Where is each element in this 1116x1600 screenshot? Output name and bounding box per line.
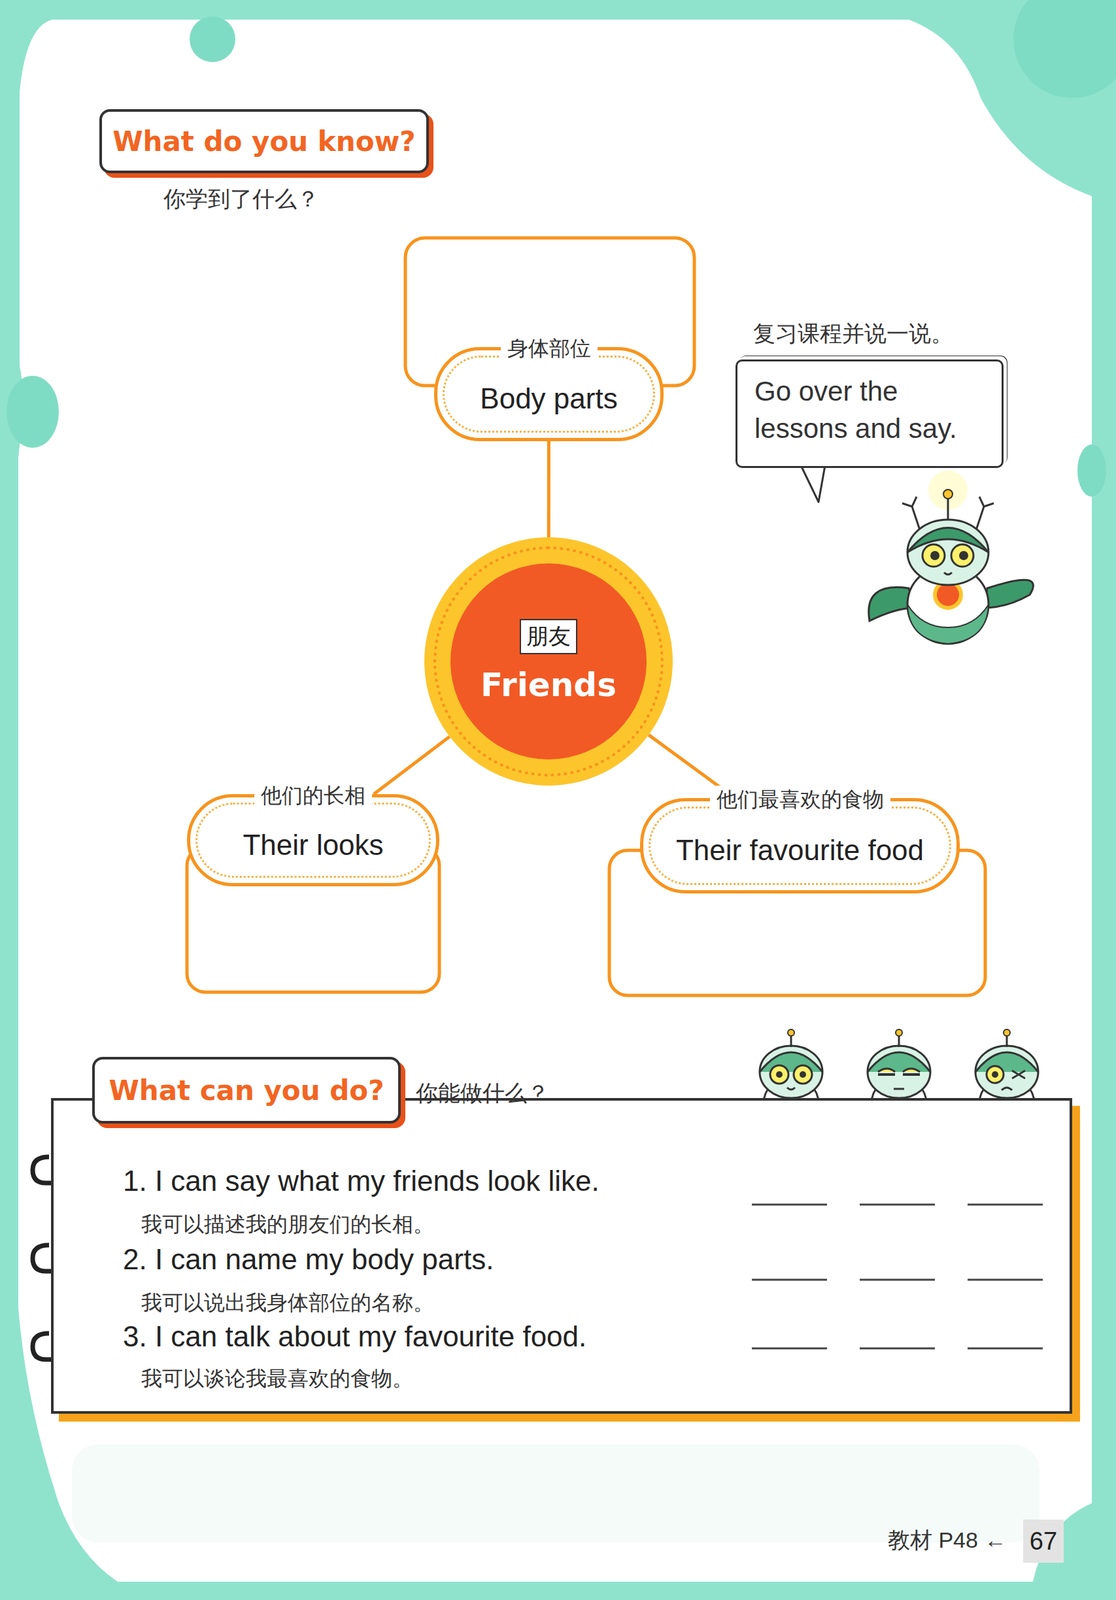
topic-pill: 他们的长相Their looks <box>186 794 440 887</box>
speech-bubble: Go over the lessons and say. <box>735 359 1004 469</box>
topic-pill: 他们最喜欢的食物Their favourite food <box>640 798 960 894</box>
mint-blob <box>189 16 236 63</box>
statement-chinese: 我可以说出我身体部位的名称。 <box>141 1289 435 1319</box>
can-do-statement: 1. I can say what my friends look like. <box>122 1165 600 1198</box>
node-text: What can you do? <box>108 1074 384 1107</box>
node-text: 他们最喜欢的食物 <box>710 785 891 815</box>
node-text: 67 <box>1029 1527 1058 1556</box>
mint-blob <box>1013 0 1116 99</box>
blank-lines <box>751 1204 1043 1349</box>
note-label: 你学到了什么？ <box>163 184 320 215</box>
node-text: 他们的长相 <box>254 781 372 811</box>
note-label: 复习课程并说一说。 <box>753 319 954 350</box>
mint-blob <box>1077 444 1107 497</box>
node-text: 身体部位 <box>500 334 598 364</box>
mint-blob <box>6 375 59 448</box>
connector-line <box>373 736 450 795</box>
node-text: Their favourite food <box>676 825 924 867</box>
connector <box>548 441 550 538</box>
note-label: 你能做什么？ <box>415 1078 550 1109</box>
centre-circle: 朋友 Friends <box>424 537 673 786</box>
connector <box>373 736 450 795</box>
bubble-tail <box>800 465 826 503</box>
robot-mascot <box>868 470 1034 644</box>
orange-core <box>450 563 647 760</box>
statement-chinese: 我可以谈论我最喜欢的食物。 <box>141 1365 414 1394</box>
connector-line <box>547 441 551 538</box>
can-do-statement: 3. I can talk about my favourite food. <box>122 1320 587 1354</box>
node-text: Body parts <box>479 373 618 416</box>
heading-box: What can you do? <box>92 1057 401 1124</box>
topic-pill: 身体部位Body parts <box>434 347 664 442</box>
page-number-box: 67 <box>1023 1520 1064 1564</box>
checklist-panel: 1. I can say what my friends look like. 我… <box>50 1098 1073 1415</box>
can-do-statement: 2. I can name my body parts. <box>122 1243 494 1277</box>
note-label: 教材 P48 ← <box>887 1525 1007 1556</box>
node-text: Go over the lessons and say. <box>754 373 985 448</box>
node-text: What do you know? <box>112 125 416 158</box>
node-text: Their looks <box>242 819 384 862</box>
statement-chinese: 我可以描述我的朋友们的长相。 <box>141 1210 435 1240</box>
page-white <box>18 19 1092 1583</box>
node-text: Friends <box>480 666 617 705</box>
heading-box: What do you know? <box>99 109 429 174</box>
node-text: 朋友 <box>519 619 578 655</box>
